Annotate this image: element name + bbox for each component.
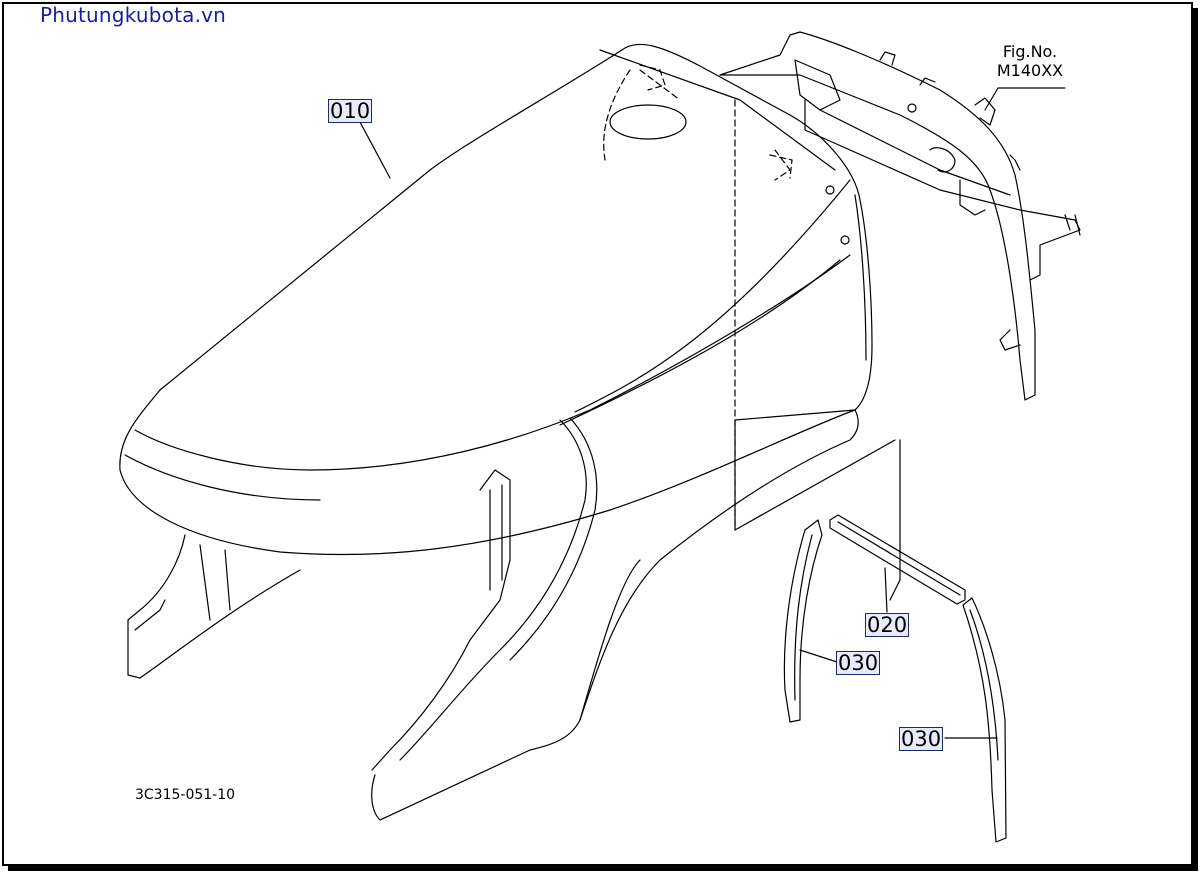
hood-part-010 [119,43,873,556]
frame-shadow-bottom [8,866,1198,871]
drawing-reference: 3C315-051-10 [135,787,236,803]
rear-frame-bracket [719,31,1081,401]
seal-strip-part-030-left [783,519,838,723]
callout-010[interactable]: 010 [328,99,373,123]
figure-code: M140XX [996,61,1064,80]
callout-030-left[interactable]: 030 [836,651,881,675]
figure-label: Fig.No. [1002,42,1058,61]
callout-030-right[interactable]: 030 [899,727,944,751]
figure-number-label: Fig.No. M140XX [990,42,1070,80]
leader-010 [359,121,391,179]
watermark-text: Phutungkubota.vn [40,3,227,27]
side-skirt-panels [127,409,896,821]
hidden-lines [603,64,793,531]
seal-strip-part-030-right [944,597,1007,843]
frame-shadow-right [1193,8,1198,870]
seal-strip-part-020 [829,439,966,613]
callout-020[interactable]: 020 [865,613,910,637]
